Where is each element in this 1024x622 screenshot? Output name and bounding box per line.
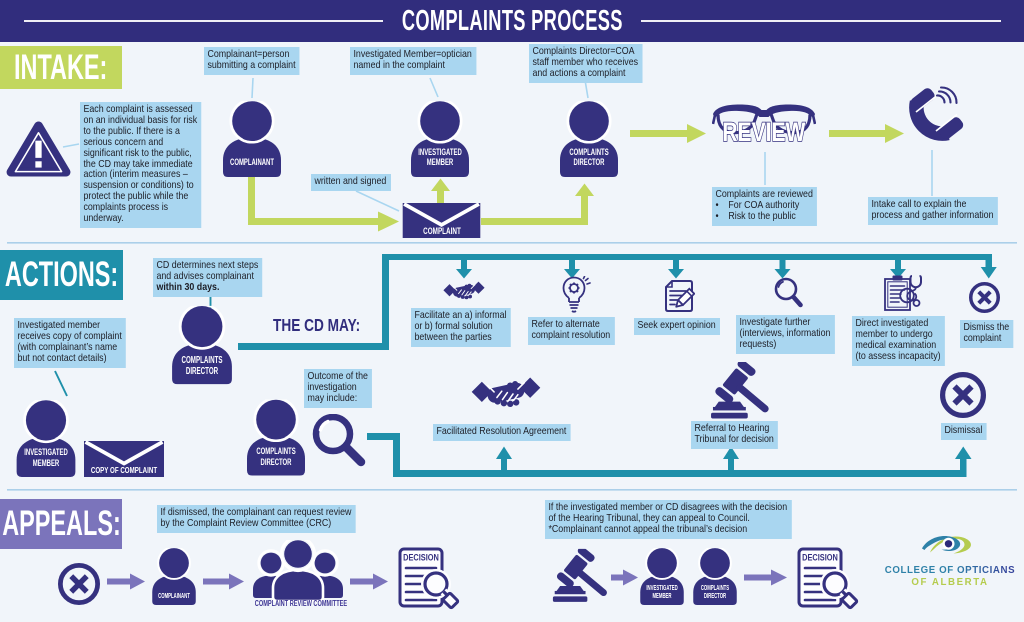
section-dividers [7,242,1017,491]
actions-flow [238,254,997,477]
person-actions-director: COMPLAINTS DIRECTOR [169,305,235,385]
decision-doc-crc-icon: DECISION [398,547,460,613]
actions-heading-label: ACTIONS: [4,255,119,294]
complaint-envelope-icon: COMPLAINT [402,203,481,238]
logo-of-alberta: OF ALBERTA [911,577,989,588]
investigated-member-definition: Investigated Member=optician named in th… [350,47,477,75]
page-title: COMPLAINTS PROCESS [401,4,623,37]
intake-heading-label: INTAKE: [14,47,108,87]
review-glasses-icon: REVIEW [712,101,816,148]
person-complainant-label: COMPLAINANT [230,157,274,168]
review-word: REVIEW [722,118,805,147]
college-logo: COLLEGE OF OPTICIANS OF ALBERTA [880,530,1020,588]
person-investigated-member: INVESTIGATED MEMBER [408,101,472,177]
section-actions-heading: ACTIONS: [0,250,123,300]
logo-line2-wrap: OF ALBERTA [880,572,1020,590]
eye-logo-icon [920,532,974,556]
appeals-gavel-icon [552,548,610,604]
person-actions-investigated-label: INVESTIGATED MEMBER [24,447,68,469]
decision-doc-crc-word: DECISION [403,552,439,563]
appeals-heading-label: APPEALS: [1,504,121,543]
section-intake-heading: INTAKE: [0,46,122,89]
dismissal-label: Dismissal [941,423,987,440]
dismissal-circle-x-icon [940,372,986,418]
intake-risk-note: Each complaint is assessed on an individ… [80,102,202,228]
clipboard-stethoscope-icon [883,274,923,312]
phone-icon [908,86,964,148]
person-actions-investigated: INVESTIGATED MEMBER [13,400,79,477]
copy-of-complaint-label: COPY OF COMPLAINT [90,465,158,475]
complaint-envelope-label: COMPLAINT [423,226,461,237]
complainant-definition: Complainant=person submitting a complain… [204,47,300,75]
committee-label: COMPLAINT REVIEW COMMITTEE [254,599,348,608]
if-dismissed-note: If dismissed, the complainant can reques… [157,505,356,533]
person-actions-director-label: COMPLAINTS DIRECTOR [181,355,223,377]
person-appeals-complainant: COMPLAINANT [150,548,198,605]
intake-flow [248,124,904,232]
header-rule-left [24,19,383,22]
option-refer-label: Refer to alternate complaint resolution [528,317,615,345]
person-complainant: COMPLAINANT [220,101,284,177]
person-appeals-complainant-label: COMPLAINANT [158,591,190,600]
page-title-wrap: COMPLAINTS PROCESS [0,0,1024,42]
person-appeals-director: COMPLAINTS DIRECTOR [691,548,739,605]
person-complaints-director: COMPLAINTS DIRECTOR [557,101,621,177]
cd-determines-text: CD determines next steps and advises com… [156,260,259,282]
person-outcome-director-label: COMPLAINTS DIRECTOR [256,446,296,468]
person-appeals-investigated: INVESTIGATED MEMBER [638,548,686,605]
section-appeals-heading: APPEALS: [0,499,122,549]
document-pencil-icon [663,279,695,315]
receives-copy-note: Investigated member receives copy of com… [14,318,127,368]
facilitated-handshake-icon [471,372,541,416]
gavel-icon [709,362,773,420]
outcome-note: Outcome of the investigation may include… [304,369,373,408]
cd-determines-note: CD determines next steps and advises com… [153,258,263,297]
decision-doc-council-icon: DECISION [797,547,859,613]
header-rule-right [641,19,1001,22]
if-disagrees-note: If the investigated member or CD disagre… [545,500,792,539]
outcome-magnifier-icon [312,414,368,470]
handshake-icon [443,278,485,305]
appeals-arrows [107,569,787,590]
logo-line1-wrap: COLLEGE OF OPTICIANS [880,560,1020,578]
callout-lines [62,77,933,212]
person-outcome-director: COMPLAINTS DIRECTOR [244,399,308,476]
option-expert-label: Seek expert opinion [634,318,721,335]
appeals-circle-x-icon [58,563,100,605]
person-appeals-director-label: COMPLAINTS DIRECTOR [700,583,730,600]
dismiss-circle-x-icon [969,282,1000,313]
person-complaints-director-label: COMPLAINTS DIRECTOR [569,147,609,168]
investigate-magnifier-icon [773,277,803,310]
the-cd-may-label: THE CD MAY: [273,315,361,335]
warning-triangle-icon [6,121,71,178]
option-medical-label: Direct investigated member to undergo me… [852,316,945,366]
option-investigate-label: Investigate further (interviews, informa… [736,315,835,354]
complaints-director-definition: Complaints Director=COA staff member who… [529,44,643,83]
committee-group-icon [249,540,347,608]
referral-hearing-label: Referral to Hearing Tribunal for decisio… [691,421,779,449]
person-investigated-member-label: INVESTIGATED MEMBER [418,147,462,168]
option-dismiss-label: Dismiss the complaint [960,320,1014,348]
complaints-reviewed-note: Complaints are reviewed • For COA author… [712,187,818,226]
copy-of-complaint-envelope-icon: COPY OF COMPLAINT [84,441,164,477]
decision-doc-council-word: DECISION [802,552,838,563]
intake-call-note: Intake call to explain the process and g… [868,197,998,225]
cd-determines-bold: within 30 days. [156,281,220,293]
bulb-gear-icon [561,276,591,314]
written-and-signed-note: written and signed [311,174,391,191]
person-appeals-investigated-label: INVESTIGATED MEMBER [646,583,678,600]
facilitated-resolution-label: Facilitated Resolution Agreement [433,424,571,441]
option-facilitate-label: Facilitate an a) informal or b) formal s… [411,308,511,347]
logo-college-of-opticians: COLLEGE OF OPTICIANS [884,565,1016,576]
